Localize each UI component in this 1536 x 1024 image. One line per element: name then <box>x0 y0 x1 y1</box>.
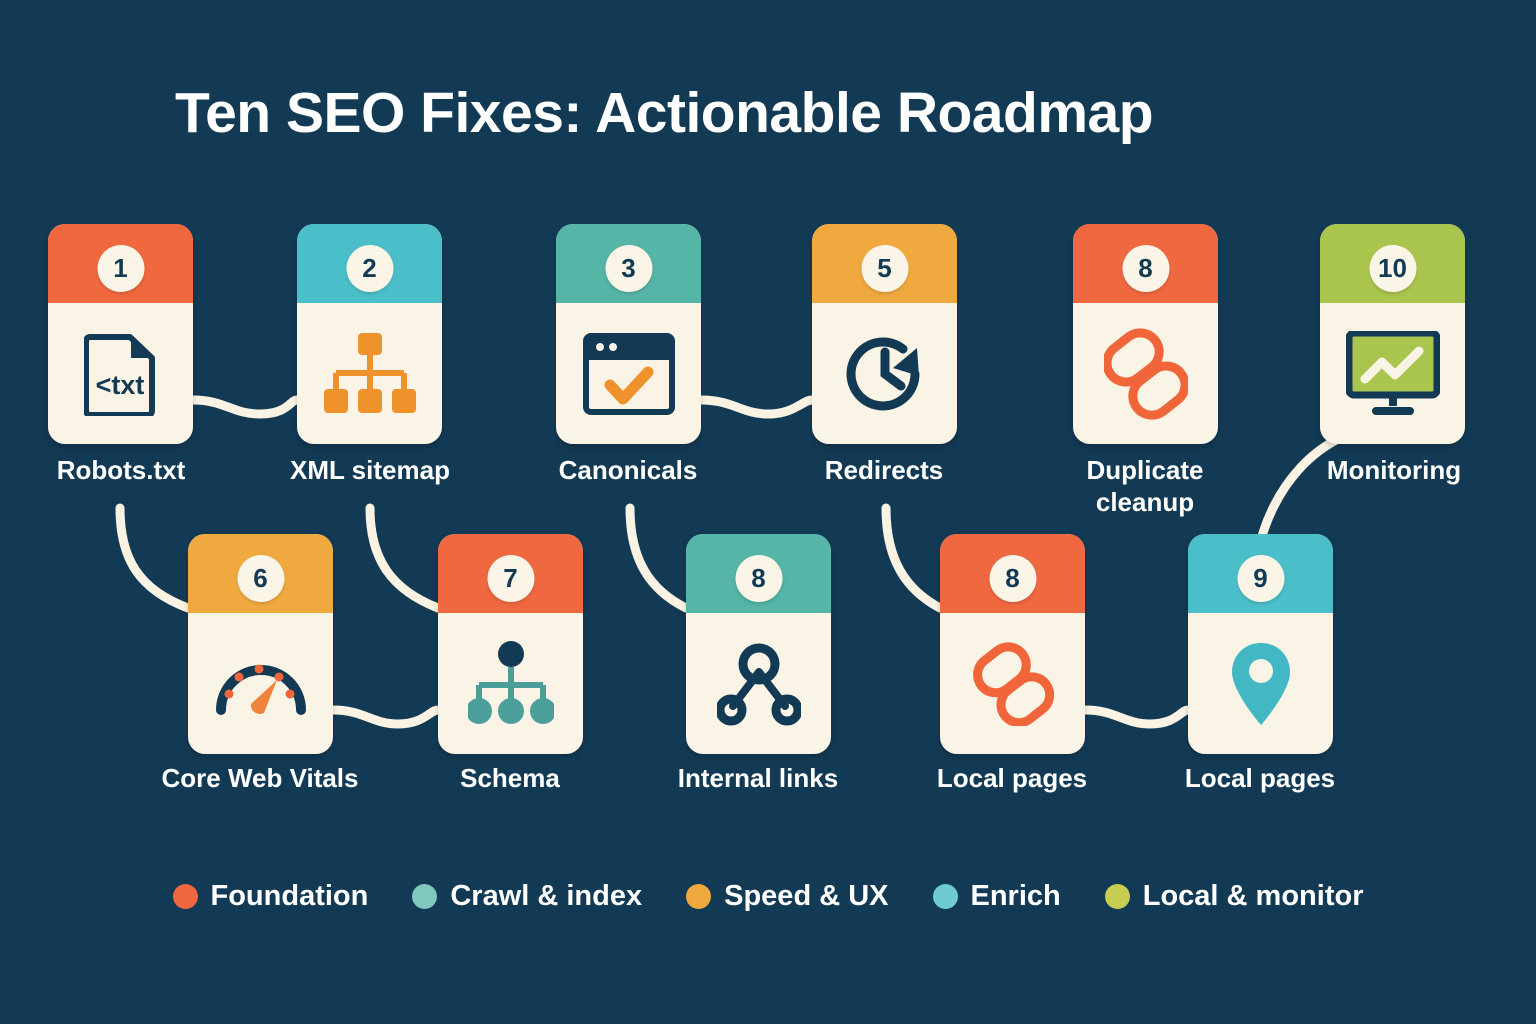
card-canonicals[interactable]: 3 <box>556 224 701 444</box>
card-number-badge: 5 <box>861 245 908 292</box>
chain-link-icon <box>1103 327 1188 420</box>
card-local-pages[interactable]: 9 <box>1188 534 1333 754</box>
card-icon-area: <txt <box>48 303 193 444</box>
card-schema[interactable]: 7 <box>438 534 583 754</box>
card-label-monitoring: Monitoring <box>1326 455 1462 485</box>
card-icon-area <box>1073 303 1218 444</box>
card-number-badge: 3 <box>605 245 652 292</box>
legend-dot-icon <box>172 884 198 909</box>
card-header: 8 <box>940 534 1085 613</box>
card-header: 1 <box>48 224 193 303</box>
txt-document-icon: <txt <box>83 332 158 416</box>
card-header: 7 <box>438 534 583 613</box>
legend-dot-icon <box>412 884 438 909</box>
card-icon-area <box>297 303 442 444</box>
legend-item-speed-ux[interactable]: Speed & UX <box>686 880 889 913</box>
card-header: 10 <box>1320 224 1465 303</box>
connector-2-to-7 <box>365 503 443 613</box>
legend-label: Crawl & index <box>450 880 643 912</box>
card-internal-links[interactable]: 8 <box>686 534 831 754</box>
card-number-badge: 1 <box>97 245 144 292</box>
card-icon-area <box>812 303 957 444</box>
card-icon-area <box>556 303 701 444</box>
connector-6-to-7 <box>328 705 443 729</box>
legend-label: Enrich <box>970 880 1061 912</box>
card-label-xml-sitemap: XML sitemap <box>290 455 450 485</box>
card-header: 8 <box>686 534 831 613</box>
sitemap-hierarchy-icon <box>323 331 416 417</box>
card-header: 3 <box>556 224 701 303</box>
card-header: 5 <box>812 224 957 303</box>
card-icon-area <box>188 613 333 754</box>
card-number-badge: 9 <box>1237 555 1284 602</box>
card-label-duplicate-cleanup: Duplicate cleanup <box>1086 455 1204 517</box>
card-label-schema: Schema <box>460 763 560 793</box>
legend-label: Speed & UX <box>724 880 889 912</box>
card-number-badge: 8 <box>1122 245 1169 292</box>
connector-5-to-8local <box>881 503 945 613</box>
chain-link-icon <box>971 641 1055 726</box>
legend: Foundation Crawl & index Speed & UX Enri… <box>0 880 1536 913</box>
card-label-local-pages-duplicate: Local pages <box>936 763 1088 793</box>
speed-gauge-icon <box>213 644 309 724</box>
card-number-badge: 6 <box>237 555 284 602</box>
legend-item-local-monitor[interactable]: Local & monitor <box>1104 880 1364 913</box>
browser-check-icon <box>582 332 675 415</box>
card-duplicate-cleanup[interactable]: 8 <box>1073 224 1218 444</box>
card-label-internal-links: Internal links <box>677 763 839 793</box>
legend-dot-icon <box>686 884 712 909</box>
monitor-chart-icon <box>1345 330 1440 417</box>
internal-links-node-icon <box>716 642 801 726</box>
card-header: 6 <box>188 534 333 613</box>
card-local-pages-duplicate[interactable]: 8 <box>940 534 1085 754</box>
connector-3-to-5 <box>696 395 817 419</box>
card-number-badge: 8 <box>989 555 1036 602</box>
card-header: 8 <box>1073 224 1218 303</box>
card-number-badge: 7 <box>487 555 534 602</box>
card-icon-area <box>686 613 831 754</box>
card-label-local-pages: Local pages <box>1184 763 1336 793</box>
card-label-redirects: Redirects <box>824 455 944 485</box>
legend-item-enrich[interactable]: Enrich <box>932 880 1061 913</box>
connector-1-to-2 <box>188 395 302 419</box>
connector-1-to-6 <box>115 503 193 613</box>
card-icon-area <box>1320 303 1465 444</box>
card-icon-area <box>1188 613 1333 754</box>
card-number-badge: 2 <box>346 245 393 292</box>
card-icon-area <box>438 613 583 754</box>
card-header: 9 <box>1188 534 1333 613</box>
card-header: 2 <box>297 224 442 303</box>
card-icon-area <box>940 613 1085 754</box>
card-redirects[interactable]: 5 <box>812 224 957 444</box>
redirect-arrow-icon <box>839 330 931 418</box>
card-core-web-vitals[interactable]: 6 <box>188 534 333 754</box>
legend-dot-icon <box>932 884 958 909</box>
page-title: Ten SEO Fixes: Actionable Roadmap <box>175 81 1154 145</box>
card-number-badge: 10 <box>1369 245 1416 292</box>
card-label-canonicals: Canonicals <box>558 455 698 485</box>
card-label-core-web-vitals: Core Web Vitals <box>161 763 359 793</box>
card-label-robots-txt: Robots.txt <box>56 455 186 485</box>
legend-item-crawl-index[interactable]: Crawl & index <box>412 880 642 913</box>
connector-3-to-8 <box>625 503 691 613</box>
schema-node-icon <box>467 640 554 727</box>
connector-8local-to-9 <box>1080 705 1193 729</box>
card-xml-sitemap[interactable]: 2 <box>297 224 442 444</box>
legend-label: Local & monitor <box>1142 880 1364 912</box>
card-monitoring[interactable]: 10 <box>1320 224 1465 444</box>
svg-text:<txt: <txt <box>95 370 144 400</box>
legend-label: Foundation <box>210 880 369 912</box>
map-pin-icon <box>1229 640 1293 728</box>
legend-item-foundation[interactable]: Foundation <box>172 880 369 913</box>
card-robots-txt[interactable]: 1 <txt <box>48 224 193 444</box>
card-number-badge: 8 <box>735 555 782 602</box>
legend-dot-icon <box>1104 884 1130 909</box>
